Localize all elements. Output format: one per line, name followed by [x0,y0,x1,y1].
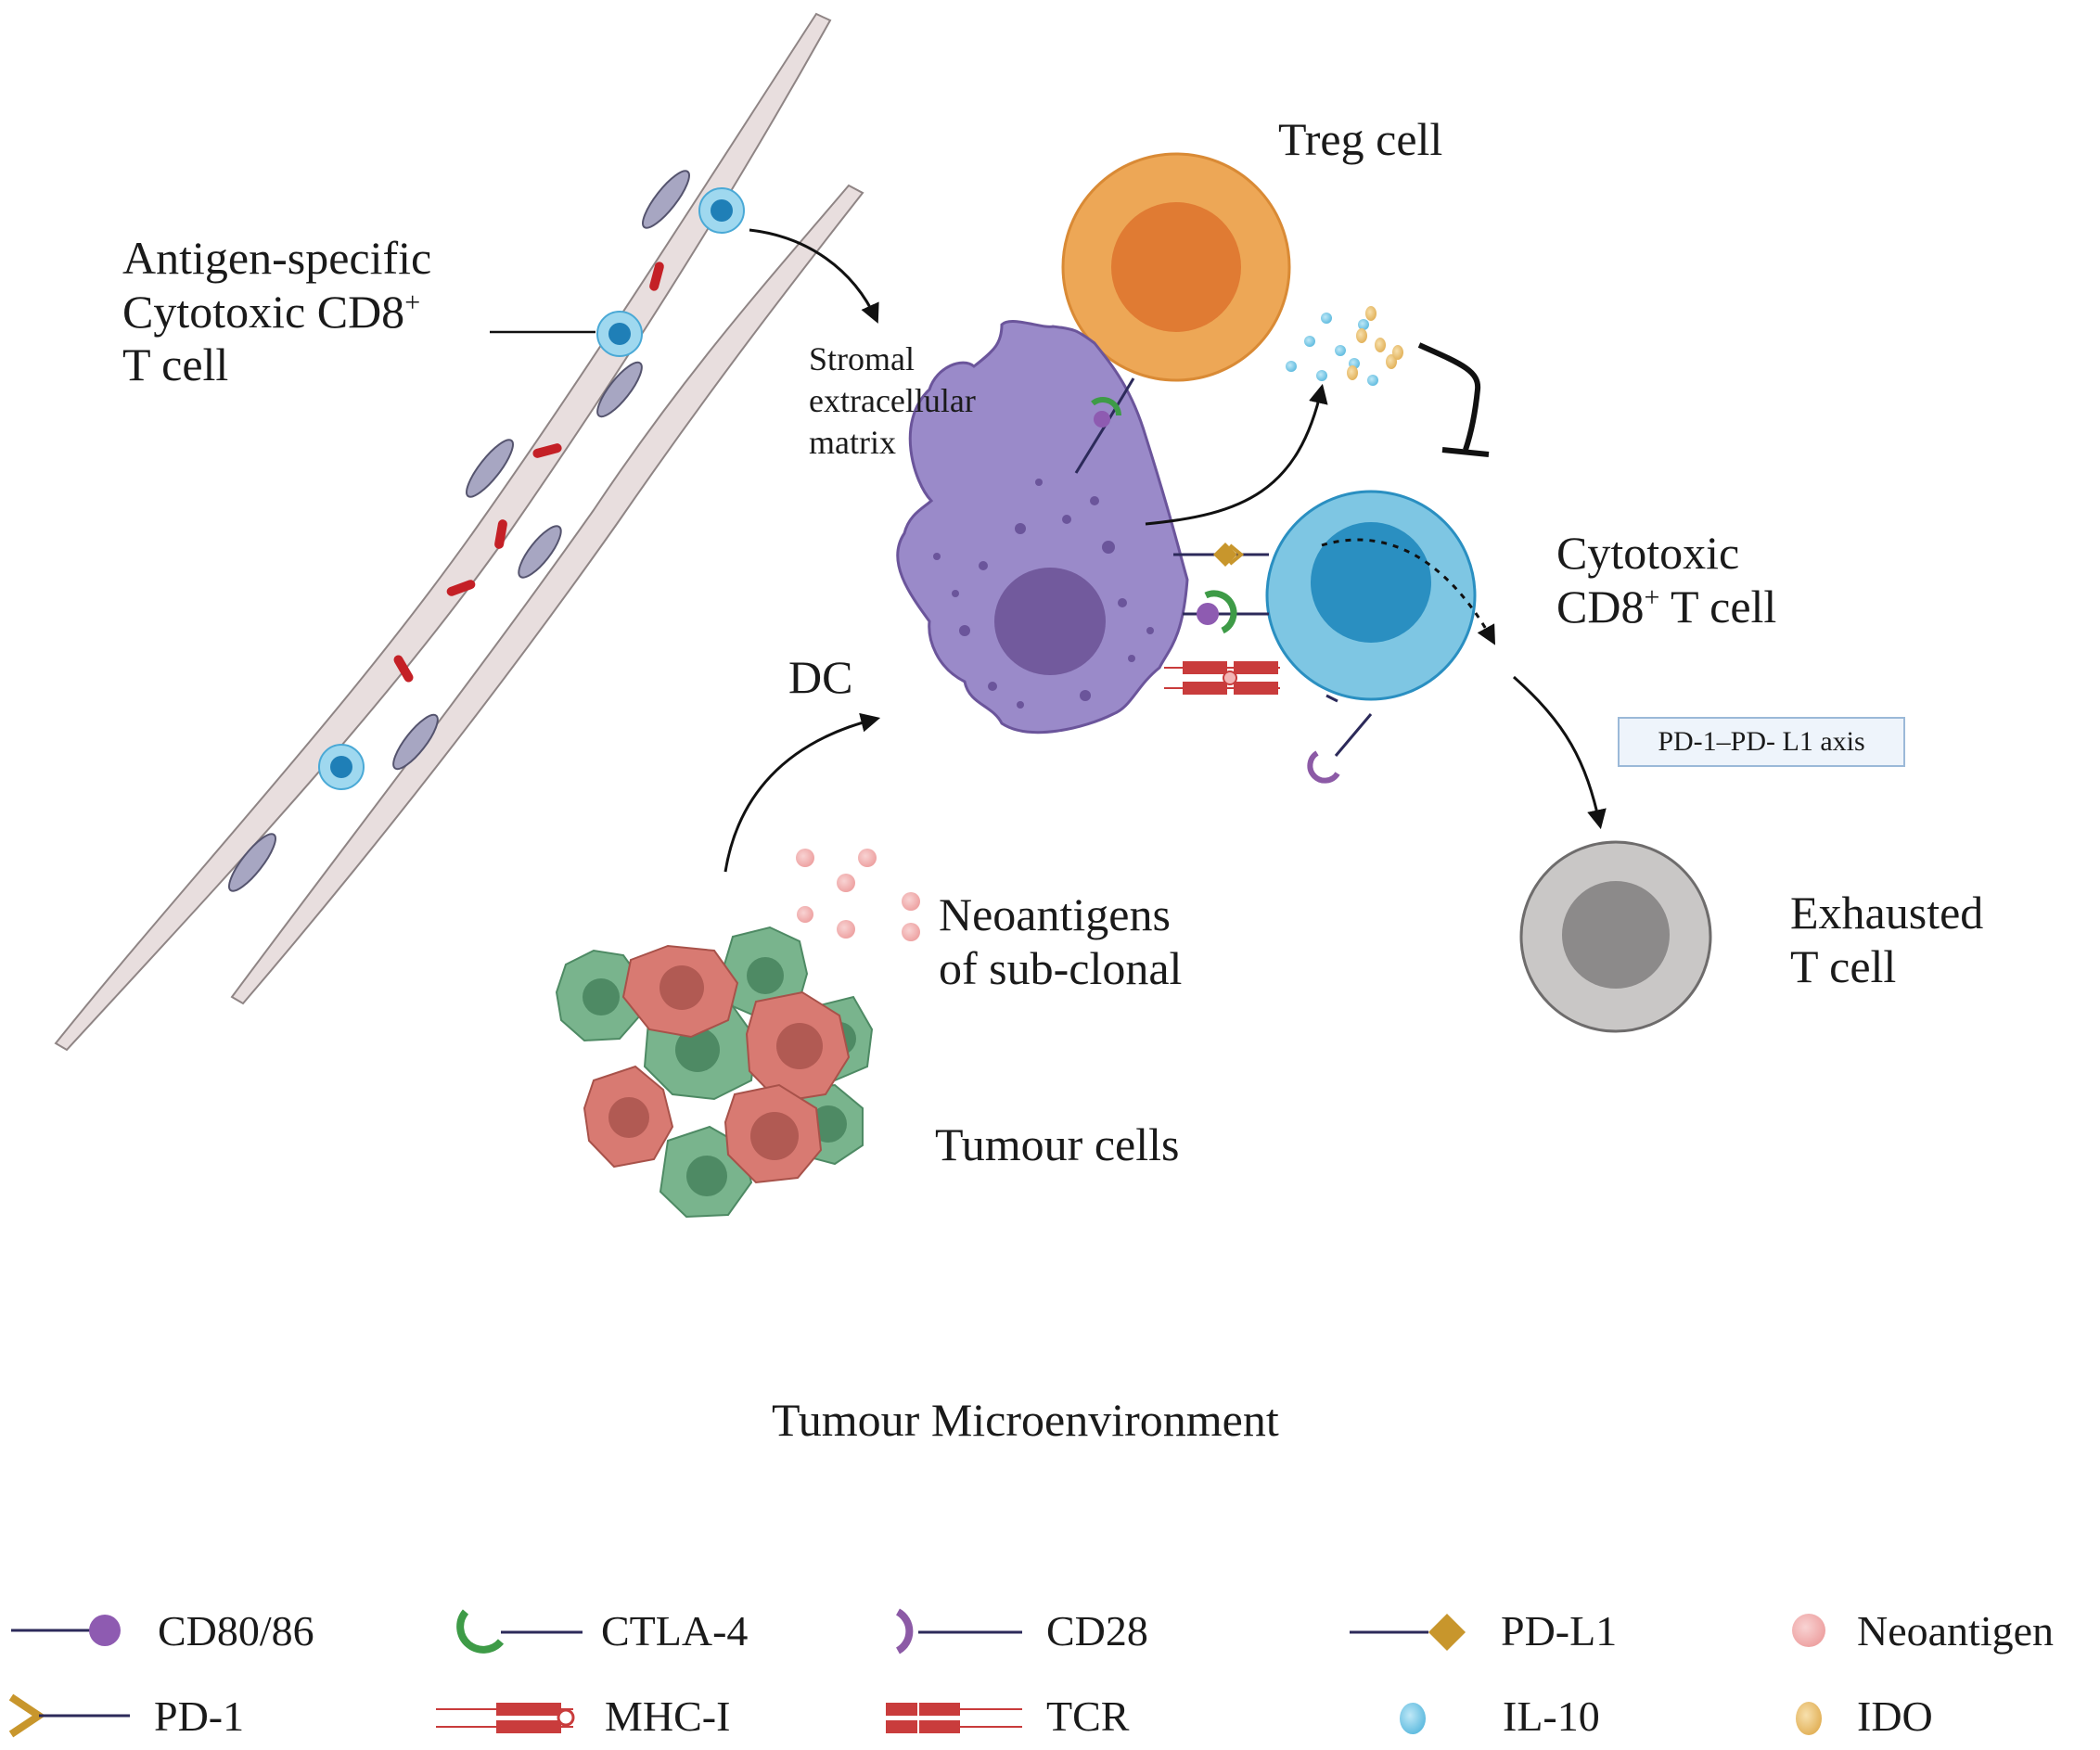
arrows [723,228,1607,873]
arrow-tumour-to-dc [723,712,881,873]
legend-pdl1-symbol [1350,1614,1466,1651]
cd80-ctla4-cytotoxic-interaction [1183,590,1269,634]
legend-cd28-symbol [895,1608,1022,1654]
neoantigens-label-line2: of sub-clonal [939,941,1183,994]
antigen-cell-label-line2: Cytotoxic CD8+ [122,285,421,338]
exhausted-t-cell [1519,840,1712,1033]
legend-ido-symbol [1796,1702,1822,1735]
neoantigens-label: Neoantigens of sub-clonal [939,888,1182,995]
arrow-to-exhausted [1513,675,1607,830]
pd1-pdl1-axis-box: PD-1–PD- L1 axis [1618,717,1905,767]
stromal-label-line3: matrix [809,424,896,461]
legend-ido-label: IDO [1857,1693,1933,1740]
dendritic-cell [896,320,1189,734]
antigen-cell-label-line3: T cell [122,339,229,390]
fibroblast-strand-2 [230,184,864,1005]
cd28-on-cytotoxic [1307,694,1373,784]
arrow-dotted-activation [1321,538,1496,645]
stromal-label-line2: extracellular [809,382,976,419]
inhibition-bar [1417,342,1490,457]
fibroblast-strand-1 [54,12,832,1052]
legend-mhc1-label: MHC-I [605,1693,731,1740]
legend-ctla4-symbol [456,1609,583,1654]
legend-il10-label: IL-10 [1503,1693,1600,1740]
legend-cd28-label: CD28 [1046,1607,1148,1654]
legend-tcr-label: TCR [1046,1693,1130,1740]
cytotoxic-label-line2: CD8+ T cell [1556,580,1777,632]
legend-il10-symbol [1400,1703,1426,1734]
tumour-cells-label: Tumour cells [935,1118,1180,1170]
pdl1-on-dc [1173,543,1269,567]
legend-neoantigen-symbol [1792,1614,1825,1647]
antigen-cell-label-line1: Antigen-specific [122,232,432,284]
arrow-dc-to-cytokines [1145,383,1328,526]
antigen-cell-label: Antigen-specific Cytotoxic CD8+ T cell [122,232,431,392]
footer-title: Tumour Microenvironment [772,1394,1279,1446]
cytotoxic-label-line1: Cytotoxic [1556,527,1740,579]
vessel-t-cells [318,187,745,790]
mhc-tcr-interaction [1164,661,1280,695]
arrow-to-stroma [749,228,879,324]
legend-pd1-symbol [8,1693,130,1738]
red-blood-cells [393,262,664,683]
legend-cd80-symbol [11,1615,121,1646]
dc-label: DC [788,651,853,703]
legend-pd1-label: PD-1 [154,1693,245,1740]
fibroblast-nuclei [228,170,690,892]
legend-tcr-symbol [886,1703,1022,1733]
legend-mhc1-symbol [436,1703,575,1733]
legend-ctla4-label: CTLA-4 [601,1607,749,1654]
neoantigen-particles [796,849,920,941]
stromal-label-line1: Stromal [809,340,915,377]
tumour-cell-cluster [555,926,874,1219]
neoantigens-label-line1: Neoantigens [939,888,1171,940]
treg-cell [1061,152,1291,382]
cytotoxic-t-cell [1265,490,1477,701]
legend-pdl1-label: PD-L1 [1501,1607,1618,1654]
cytotoxic-label: Cytotoxic CD8+ T cell [1556,527,1776,633]
exhausted-label-line2: T cell [1790,939,1897,992]
cytokine-particles [1286,306,1403,386]
legend-cd80-label: CD80/86 [158,1607,314,1654]
exhausted-label-line1: Exhausted [1790,887,1984,939]
legend-neoantigen-label: Neoantigen [1857,1607,2055,1654]
cd80-ctla4-treg-interaction [1074,377,1135,474]
treg-label: Treg cell [1278,113,1443,165]
stromal-matrix-label: Stromal extracellular matrix [809,339,976,464]
exhausted-label: Exhausted T cell [1790,887,1983,993]
